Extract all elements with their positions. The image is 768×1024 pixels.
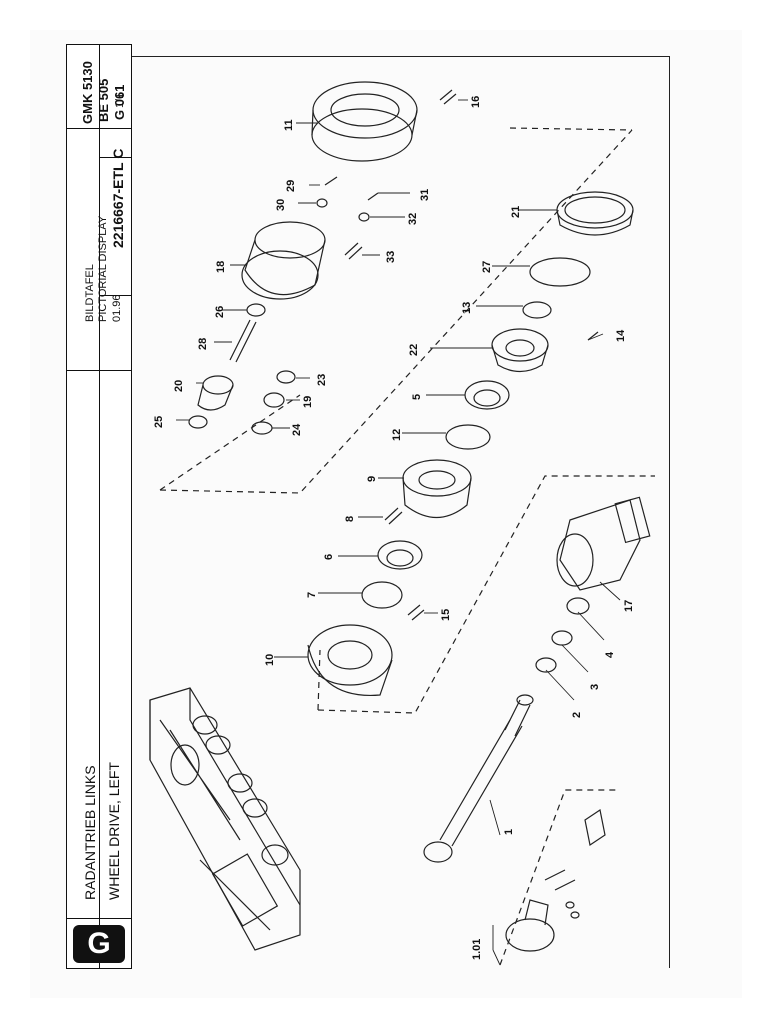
title-block	[66, 44, 132, 969]
callout-4: 4	[604, 651, 616, 658]
callout-28: 28	[197, 338, 209, 350]
callout-24: 24	[291, 423, 303, 436]
part-10-brake-assembly	[307, 624, 393, 697]
part-12-ring	[445, 424, 491, 450]
planet-carrier-small-parts	[188, 303, 296, 435]
callout-2: 2	[571, 712, 583, 718]
callout-27: 27	[481, 261, 493, 273]
part-17-steering-knuckle	[556, 496, 651, 591]
callout-20: 20	[173, 380, 185, 392]
part-13-gear	[522, 301, 552, 319]
callout-25: 25	[153, 416, 165, 428]
callout-31: 31	[419, 189, 431, 201]
callout-1: 1	[503, 829, 515, 835]
callout-11: 11	[283, 119, 295, 131]
callout-18: 18	[215, 261, 227, 273]
part-1-01-universal-joint	[505, 809, 606, 952]
truck-illustration	[149, 687, 301, 951]
callout-8: 8	[344, 516, 356, 522]
callout-9: 9	[366, 476, 378, 482]
callout-23: 23	[316, 374, 328, 386]
callout-labels: 1 1.01 2 3 4 5 6 7 8 9 10 11 12 13 14 15…	[153, 96, 635, 960]
group-boundary-lower	[499, 789, 620, 966]
callout-12: 12	[391, 429, 403, 441]
callout-26: 26	[214, 306, 226, 318]
part-2-ring	[535, 657, 557, 673]
callout-7: 7	[306, 592, 318, 598]
callout-19: 19	[302, 396, 314, 408]
callout-13: 13	[461, 302, 473, 314]
callout-21: 21	[510, 206, 522, 218]
callout-32: 32	[407, 213, 419, 225]
bolts	[316, 89, 599, 621]
callout-15: 15	[440, 609, 452, 621]
callout-22: 22	[408, 344, 420, 356]
part-4-bushing	[566, 597, 590, 615]
drawing-sheet	[30, 30, 742, 998]
callout-3: 3	[589, 684, 601, 690]
callout-17: 17	[623, 600, 635, 612]
frame-top-line	[132, 56, 670, 57]
callout-14: 14	[615, 329, 627, 342]
callout-29: 29	[285, 180, 297, 192]
part-9-hub	[402, 459, 472, 518]
group-boundary-middle	[317, 475, 655, 714]
part-5-bearing	[464, 380, 510, 410]
callout-33: 33	[385, 251, 397, 263]
callout-30: 30	[275, 199, 287, 211]
group-boundary-upper	[159, 127, 633, 494]
part-18-hub-cover	[241, 221, 326, 300]
part-22-gear	[491, 328, 549, 373]
callout-16: 16	[470, 96, 482, 108]
part-11-brake-drum	[311, 81, 418, 162]
callout-6: 6	[323, 554, 335, 560]
callout-10: 10	[264, 654, 276, 666]
part-27-ring	[529, 257, 591, 287]
callout-1-01: 1.01	[471, 939, 483, 960]
callout-5: 5	[411, 394, 423, 400]
callout-leader-lines	[176, 99, 621, 966]
part-6-seal	[377, 540, 423, 570]
part-21-ring-gear	[556, 191, 634, 236]
part-7-ring	[361, 581, 403, 609]
frame-right-line	[669, 56, 670, 968]
part-1-drive-shaft	[423, 694, 534, 863]
company-logo: G	[73, 925, 125, 963]
part-3-ring	[551, 630, 573, 646]
